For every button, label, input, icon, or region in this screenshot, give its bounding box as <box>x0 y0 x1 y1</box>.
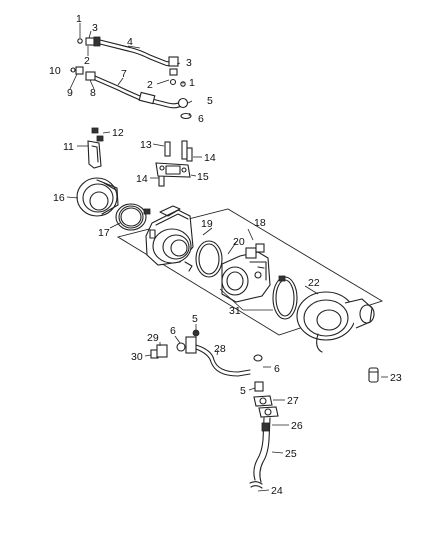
bracket-assembly <box>87 127 104 169</box>
callout-7: 7 <box>121 68 127 80</box>
callout-9: 9 <box>67 87 73 99</box>
fitting-nut <box>93 36 101 47</box>
banjo-fitting-upper <box>168 56 179 67</box>
callout-10: 10 <box>49 65 61 77</box>
oil-line-28-tube <box>195 344 251 373</box>
callout-23: 23 <box>390 372 402 384</box>
drain-tube-25 <box>253 417 265 481</box>
callout-12: 12 <box>112 127 124 139</box>
callout-27: 27 <box>287 395 299 407</box>
callout-6-top: 6 <box>198 113 204 125</box>
callout-14-left: 14 <box>136 173 148 185</box>
callout-4: 4 <box>127 36 133 48</box>
fitting-3-right <box>169 68 178 76</box>
callout-19: 19 <box>201 218 213 230</box>
turbo-assembly-box <box>116 208 384 336</box>
gasket-15 <box>155 162 191 178</box>
callout-5-lower: 5 <box>240 385 246 397</box>
leader-lines <box>66 23 388 492</box>
plug-23 <box>368 367 379 383</box>
bolt-5-lower <box>254 381 264 392</box>
stud-gasket-group <box>155 140 193 187</box>
bracket-11 <box>87 140 102 169</box>
seal-washer-1 <box>77 38 83 44</box>
callout-3-right: 3 <box>186 57 192 69</box>
seal-washer-1-right <box>180 81 186 87</box>
seal-ring-31-upper <box>195 240 223 278</box>
callout-11: 11 <box>63 141 74 153</box>
stud-13-b <box>181 140 188 160</box>
oil-line-7-assembly <box>70 66 192 120</box>
gasket-lower <box>258 406 279 418</box>
washer-6-right <box>253 354 263 362</box>
callout-14-right: 14 <box>204 152 216 164</box>
line-sleeve <box>138 91 156 105</box>
hose-clamp-24 <box>249 481 263 489</box>
clamp-26 <box>261 422 270 432</box>
banjo-fitting-lower <box>177 97 189 109</box>
washer-6-upper <box>180 112 192 120</box>
callout-13: 13 <box>140 139 152 151</box>
callout-24: 24 <box>271 485 283 497</box>
plate-15-inner <box>165 165 181 175</box>
callout-16: 16 <box>53 192 65 204</box>
drain-tube-assembly <box>249 417 271 489</box>
oil-feed-line-assembly <box>77 36 186 87</box>
callout-labels: 1 3 4 2 3 10 7 2 1 9 8 5 6 12 11 13 14 1… <box>49 13 402 497</box>
turbine-housing-19 <box>145 205 194 272</box>
callout-22: 22 <box>308 277 320 289</box>
washer-6-mid <box>176 342 186 352</box>
callout-31: 31 <box>229 305 241 317</box>
v-band-clamp-17 <box>115 203 151 231</box>
callout-2-top: 2 <box>84 55 90 67</box>
callout-15: 15 <box>197 171 209 183</box>
callout-1-top: 1 <box>76 13 82 25</box>
callout-5-mid: 5 <box>192 313 198 325</box>
callout-1-right: 1 <box>189 77 195 89</box>
callout-29: 29 <box>147 332 159 344</box>
fitting-29 <box>156 344 168 358</box>
callout-25: 25 <box>285 448 297 460</box>
oil-feed-tube <box>99 39 173 63</box>
callout-8: 8 <box>90 87 96 99</box>
heat-shield-16 <box>76 177 119 217</box>
fitting-9 <box>75 66 84 75</box>
seal-washer-9 <box>70 67 76 73</box>
bolt-12-a <box>91 127 99 134</box>
callout-5-top: 5 <box>207 95 213 107</box>
callout-28: 28 <box>214 343 226 355</box>
callout-26: 26 <box>291 420 303 432</box>
clamp-31-lower <box>272 275 298 320</box>
compressor-housing-22 <box>296 291 375 353</box>
drain-fittings <box>253 381 279 418</box>
callout-6-mid: 6 <box>170 325 176 337</box>
callout-18: 18 <box>254 217 266 229</box>
bolt-5-upper <box>192 329 200 337</box>
callout-30: 30 <box>131 351 143 363</box>
oil-line-28-assembly <box>150 329 263 377</box>
fitting-8 <box>85 71 96 81</box>
banjo-fitting-28 <box>185 336 197 354</box>
fitting-3-upper <box>85 37 95 46</box>
callout-6-right: 6 <box>274 363 280 375</box>
gasket-27 <box>253 395 273 407</box>
callout-3-top: 3 <box>92 22 98 34</box>
stud-14-upper <box>186 147 193 162</box>
seal-washer-2 <box>169 78 177 86</box>
stud-13-a <box>164 141 171 157</box>
callout-17: 17 <box>98 227 110 239</box>
callout-20: 20 <box>233 236 245 248</box>
bolt-12-b <box>96 135 104 142</box>
callout-2-right: 2 <box>147 79 153 91</box>
center-housing-20 <box>221 243 271 303</box>
